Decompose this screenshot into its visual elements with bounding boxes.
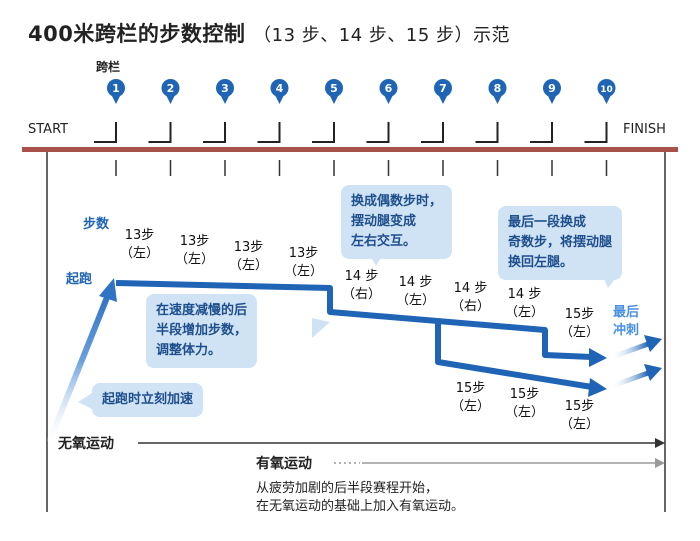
aerobic-arrow — [334, 458, 665, 468]
hurdle-number-marker-8: 8 — [488, 79, 507, 104]
hurdle-6 — [366, 122, 390, 143]
hurdle-marker-group: 1 2 3 4 5 6 7 8 9 10 — [107, 79, 616, 104]
hurdle-number-marker-3: 3 — [216, 79, 234, 104]
hurdle-label: 跨栏 — [96, 60, 121, 74]
bubble-tail-accelerate — [78, 393, 92, 409]
hurdle-number-text: 7 — [439, 82, 447, 95]
hurdle-number-marker-10: 10 — [597, 79, 616, 104]
hurdle-number-text: 10 — [600, 85, 613, 95]
track-line — [22, 147, 678, 152]
step-count-label: 13步（左） — [120, 228, 160, 261]
hurdle-number-text: 3 — [221, 82, 229, 95]
hurdle-number-marker-1: 1 — [107, 79, 125, 104]
step-count-label: 13步（左） — [229, 240, 269, 273]
final-sprint-arrow-upper — [611, 335, 662, 360]
increase-steps-bubble: 在速度减慢的后 半段增加步数， 调整体力。 — [146, 294, 258, 368]
aerobic-label: 有氧运动 — [256, 456, 312, 472]
anaerobic-label: 无氧运动 — [58, 436, 114, 452]
anaerobic-arrow — [138, 438, 665, 448]
step-count-label: 14 步（左） — [505, 287, 545, 320]
hurdle-number-marker-4: 4 — [270, 79, 289, 104]
hurdle-number-marker-6: 6 — [379, 79, 398, 104]
step-count-label: 13步（左） — [175, 234, 215, 267]
step-count-label: 14 步（右） — [451, 281, 491, 314]
step-count-label: 13步（左） — [284, 246, 324, 279]
final-sprint-arrow-lower — [611, 364, 662, 389]
lower-path-arrowhead — [588, 378, 607, 397]
hurdle-number-text: 1 — [112, 82, 120, 95]
hurdle-number-marker-7: 7 — [434, 79, 452, 104]
hurdle-number-marker-9: 9 — [543, 79, 561, 104]
hurdle-3 — [203, 122, 226, 143]
hurdle-number-text: 6 — [385, 82, 393, 95]
finish-odd-bubble: 最后一段换成 奇数步，将摆动腿 换回左腿。 — [498, 206, 623, 280]
hurdle-number-marker-5: 5 — [325, 79, 343, 104]
hurdle-10 — [584, 122, 608, 143]
start-label: START — [28, 122, 69, 137]
upper-path-arrowhead — [589, 348, 607, 367]
final-sprint-label: 最后冲刺 — [613, 305, 640, 338]
step-count-label: 15步（左） — [451, 381, 491, 414]
hurdle-4 — [257, 122, 281, 143]
hurdle-number-text: 4 — [276, 82, 284, 95]
bubble-tail-increase — [312, 318, 330, 338]
hurdle-number-marker-2: 2 — [161, 79, 180, 104]
hurdle-group — [94, 122, 608, 143]
start-acceleration-arrow — [47, 278, 117, 443]
hurdle-1 — [94, 122, 117, 143]
step-count-label: 14 步（左） — [396, 275, 436, 308]
hurdle-number-text: 5 — [330, 82, 338, 95]
step-count-label: 15步（左） — [560, 399, 600, 432]
energy-note: 从疲劳加剧的后半段赛程开始， 在无氧运动的基础上加入有氧运动。 — [256, 481, 465, 514]
finish-label: FINISH — [623, 122, 666, 137]
title-subtitle: （13 步、14 步、15 步）示范 — [253, 25, 511, 46]
hurdle-number-text: 2 — [167, 82, 175, 95]
hurdle-9 — [530, 122, 553, 143]
switch-leg-bubble: 换成偶数步时， 摆动腿变成 左右交互。 — [341, 185, 453, 259]
upper-step-path — [115, 280, 593, 360]
step-count-label: 15步（左） — [560, 307, 600, 340]
page-title: 400米跨栏的步数控制 （13 步、14 步、15 步）示范 — [28, 18, 510, 48]
start-run-label: 起跑 — [66, 272, 93, 287]
step-count-label: 15步（左） — [505, 387, 545, 420]
hurdle-2 — [148, 122, 172, 143]
hurdle-tick-group — [115, 160, 608, 176]
step-count-label: 14 步（右） — [342, 269, 382, 302]
hurdle-number-text: 9 — [548, 82, 556, 95]
accelerate-bubble: 起跑时立刻加速 — [92, 383, 204, 417]
hurdle-8 — [475, 122, 499, 143]
title-main: 400米跨栏的步数控制 — [28, 22, 246, 46]
lower-step-path — [435, 322, 593, 390]
hurdle-number-text: 8 — [494, 82, 502, 95]
hurdle-7 — [421, 122, 444, 143]
hurdle-5 — [312, 122, 335, 143]
steps-label: 步数 — [83, 217, 110, 232]
